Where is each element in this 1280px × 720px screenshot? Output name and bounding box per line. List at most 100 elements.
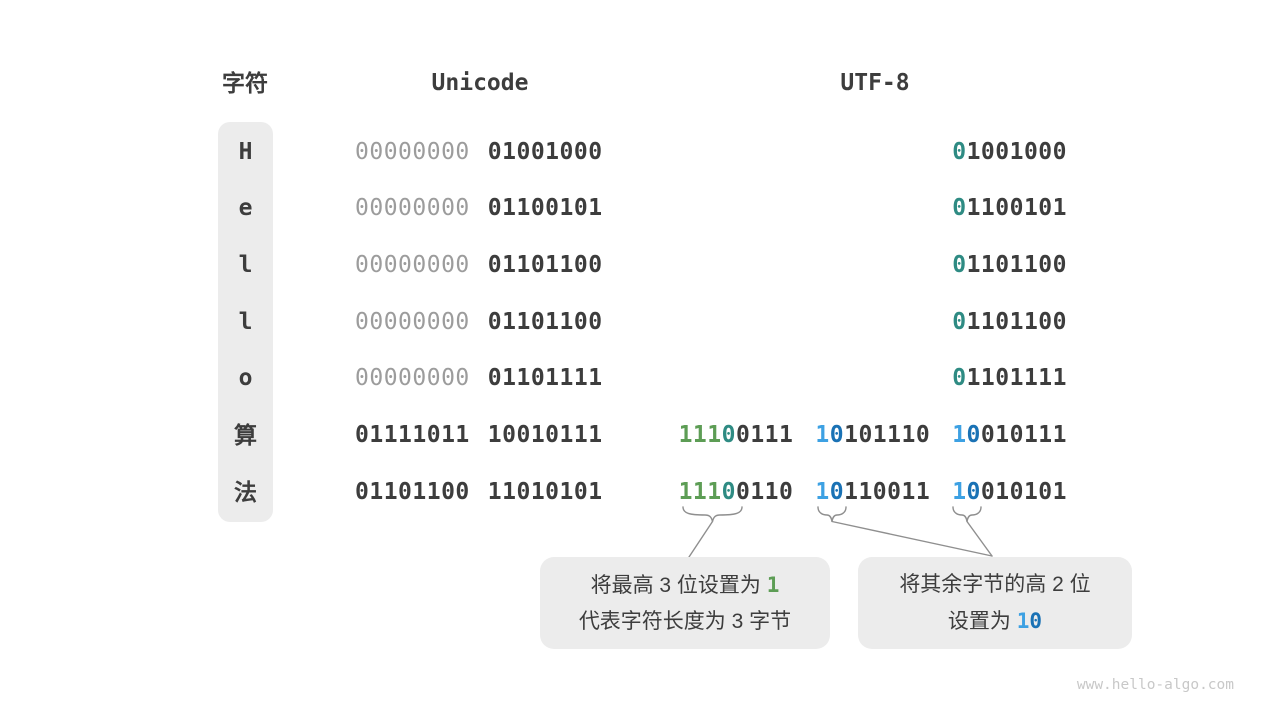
character-label: o [238,365,253,391]
unicode-binary: 01101100 11010101 [355,478,603,506]
binary-segment-dark: 1100101 [966,195,1067,221]
binary-byte: 01101111 [952,364,1067,392]
callout-continuation-value-0: 0 [1029,609,1043,633]
binary-byte: 01101100 [488,251,603,279]
character-label: e [238,195,253,221]
utf8-binary: 01101100 [952,251,1067,279]
binary-segment-gray: 00000000 [355,252,470,278]
binary-segment-dark: 01100101 [487,195,603,221]
char-column-background [218,122,273,522]
binary-segment-gray: 00000000 [355,138,470,165]
character-label: l [238,308,253,335]
binary-byte: 11100111 [679,421,794,449]
binary-segment-dark: 110011 [844,479,931,505]
header-unicode-column: Unicode [431,70,529,96]
character-label: 法 [234,479,257,505]
binary-byte: 01101100 [952,308,1067,336]
binary-segment-gray: 00000000 [355,365,470,391]
binary-segment-blue1: 1 [815,422,830,448]
binary-segment-green: 111 [678,422,722,448]
binary-segment-dark: 1101111 [966,365,1067,391]
utf8-binary: 01101100 [952,308,1067,336]
binary-segment-blue1: 1 [952,479,967,505]
binary-segment-blue0: 0 [966,479,981,505]
binary-segment-dark: 01101100 [487,308,603,335]
utf8-binary: 01100101 [952,194,1067,222]
connector-line-right-a [831,520,993,557]
underbrace-continuation-prefix-1 [817,506,847,522]
binary-byte: 00000000 [355,138,470,166]
binary-byte: 10101110 [815,421,930,449]
binary-segment-dark: 10010111 [487,422,603,448]
callout-continuation-line2: 设置为 10 [858,603,1132,640]
callout-continuation-prefix: 将其余字节的高 2 位 设置为 10 [858,557,1132,649]
unicode-binary: 00000000 01101111 [355,364,603,392]
connector-line-right-b [966,520,993,557]
binary-segment-gray: 00000000 [355,308,470,335]
callout-length-line1: 将最高 3 位设置为 1 [540,567,830,604]
unicode-binary: 00000000 01001000 [355,138,603,166]
binary-segment-dark: 01101100 [355,479,470,505]
header-utf8-column: UTF-8 [840,70,910,96]
binary-segment-dark: 11010101 [487,479,603,505]
binary-byte: 10110011 [815,478,930,506]
callout-length-value: 1 [766,573,780,597]
unicode-binary: 00000000 01101100 [355,251,603,279]
unicode-binary: 00000000 01101100 [355,308,603,336]
binary-segment-green: 111 [678,479,722,505]
binary-byte: 01001000 [952,138,1067,166]
character-label: l [238,252,253,278]
callout-length-prefix: 将最高 3 位设置为 1 代表字符长度为 3 字节 [540,557,830,649]
header-char-column: 字符 [222,70,268,96]
binary-segment-blue0: 0 [829,479,845,505]
binary-byte: 00000000 [355,194,470,222]
binary-byte: 01101100 [488,308,603,336]
encoding-row: o 00000000 01101111 01101111 [0,364,1280,392]
binary-byte: 10010101 [952,478,1067,506]
binary-byte: 01101100 [355,478,470,506]
connector-line-left [688,520,714,558]
character-label: 算 [234,422,257,448]
binary-segment-dark: 010111 [980,422,1067,448]
binary-byte: 01101100 [952,251,1067,279]
binary-segment-dark: 0110 [735,479,794,505]
underbrace-length-prefix [682,506,743,522]
underbrace-continuation-prefix-2 [952,506,982,522]
callout-continuation-line2-text: 设置为 [947,610,1017,633]
binary-segment-dark: 1101100 [966,252,1067,278]
binary-segment-dark: 0111 [735,422,794,448]
binary-segment-dark: 01101111 [487,365,603,391]
binary-byte: 10010111 [488,421,603,449]
binary-byte: 01101111 [488,364,603,392]
binary-segment-teal: 0 [952,195,967,221]
binary-segment-teal: 0 [952,252,967,278]
binary-byte: 11100110 [679,478,794,506]
utf8-binary: 01101111 [952,364,1067,392]
binary-segment-blue1: 1 [815,479,830,505]
binary-byte: 00000000 [355,251,470,279]
binary-segment-teal: 0 [721,479,736,505]
callout-continuation-line1: 将其余字节的高 2 位 [899,573,1091,596]
binary-byte: 01100101 [952,194,1067,222]
binary-segment-dark: 1101100 [966,308,1067,335]
binary-segment-dark: 101110 [844,422,931,448]
binary-segment-teal: 0 [952,308,967,335]
binary-segment-teal: 0 [952,138,967,165]
binary-byte: 10010111 [952,421,1067,449]
binary-byte: 00000000 [355,364,470,392]
binary-byte: 01100101 [488,194,603,222]
binary-byte: 01001000 [488,138,603,166]
utf8-binary: 01001000 [952,138,1067,166]
binary-segment-blue1: 1 [952,422,967,448]
binary-segment-gray: 00000000 [355,195,470,221]
binary-segment-dark: 010101 [980,479,1067,505]
binary-segment-blue0: 0 [829,422,845,448]
callout-length-line2: 代表字符长度为 3 字节 [578,610,792,633]
